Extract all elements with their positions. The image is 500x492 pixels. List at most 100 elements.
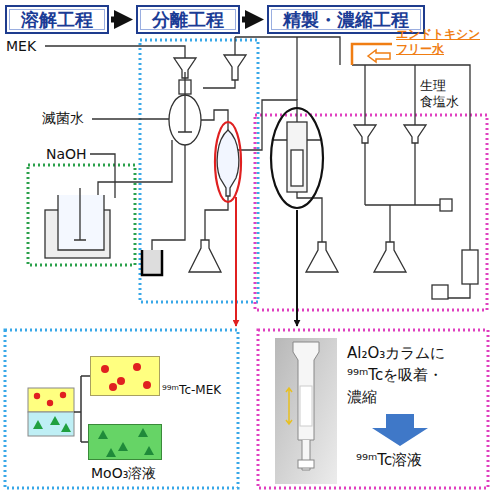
input-label: 生理 食塩水 xyxy=(420,78,459,110)
label-holder: エンドトキシン フリー水 xyxy=(396,27,480,57)
separatory-funnel xyxy=(217,130,239,196)
solution-pipe xyxy=(98,140,172,205)
alumina-bed xyxy=(300,386,312,426)
label-holder: 生理 食塩水 xyxy=(420,78,459,110)
aqueous-phase-box: MoO₃溶液 xyxy=(88,424,162,460)
label-holder: ⁹⁹ᵐTc溶液 xyxy=(356,451,422,469)
funnel xyxy=(224,55,246,80)
saline-pipe xyxy=(352,65,470,250)
column-feed-pipe xyxy=(296,37,297,100)
stirrer xyxy=(74,188,86,240)
flask xyxy=(306,242,338,272)
funnel xyxy=(404,125,426,143)
aqueous-pipe xyxy=(205,196,228,240)
input-label: 滅菌水 xyxy=(42,110,84,127)
note-text: Al₂O₃カラムに ⁹⁹ᵐTcを吸着・ 濃縮 xyxy=(347,342,445,408)
valve-box xyxy=(440,199,452,211)
dissolution-region xyxy=(28,165,135,265)
tc-dot xyxy=(101,365,109,373)
branch-pipe xyxy=(364,65,365,125)
label-holder: MEK xyxy=(6,38,36,55)
mo-triangles xyxy=(33,416,71,432)
tc-dots xyxy=(34,392,66,406)
tc-dots xyxy=(91,357,159,395)
pipework xyxy=(45,37,470,298)
column-arm xyxy=(272,139,322,140)
step-name: 分離工程 xyxy=(152,9,224,31)
flow-arrow xyxy=(368,50,390,62)
flask xyxy=(374,242,406,272)
flow-arrow xyxy=(372,414,428,446)
process-step-box: 溶解工程 xyxy=(5,5,109,34)
tc-dot xyxy=(109,383,117,391)
feed-pipe xyxy=(203,80,235,88)
apparatus xyxy=(45,55,478,299)
mo-triangle xyxy=(118,442,128,451)
stopcock xyxy=(298,460,314,468)
tc-dot xyxy=(143,381,151,389)
bed-height-mark xyxy=(286,388,292,424)
top-pipe xyxy=(235,37,340,65)
leader-arrow xyxy=(235,197,237,326)
phase-label: MoO₃溶液 xyxy=(91,465,156,482)
flow-arrow xyxy=(242,17,251,23)
final-vessel xyxy=(462,250,478,284)
leader-arrow xyxy=(296,210,298,326)
step-name: 精製・濃縮工程 xyxy=(283,9,409,31)
purification-region xyxy=(255,115,487,310)
collect-pipe xyxy=(389,205,390,242)
waste-pipe xyxy=(152,144,185,250)
beaker xyxy=(58,195,104,250)
funnel xyxy=(354,125,376,143)
separation-inset xyxy=(5,330,238,488)
flask xyxy=(189,240,221,272)
stirrer xyxy=(178,72,192,132)
organic-layer xyxy=(28,388,74,412)
mo-triangle xyxy=(138,428,148,437)
feed-pipe xyxy=(234,37,235,55)
input-label: エンドトキシン フリー水 xyxy=(396,27,480,57)
mo-triangle xyxy=(106,448,116,457)
flow-arrow xyxy=(111,17,120,23)
label-holder: Al₂O₃カラムに ⁹⁹ᵐTcを吸着・ 濃縮 xyxy=(347,342,445,408)
label-holder: ⁹⁹ᵐTc-MEK xyxy=(162,383,221,398)
aqueous-layer xyxy=(28,412,74,436)
highlight-ellipse xyxy=(215,122,241,202)
water-feed-line xyxy=(352,44,392,65)
label-holder: MoO₃溶液 xyxy=(91,465,156,482)
phase-label: ⁹⁹ᵐTc-MEK xyxy=(162,383,221,398)
mek-pipe xyxy=(45,46,185,58)
organic-phase-box: ⁹⁹ᵐTc-MEK xyxy=(90,356,160,396)
highlight-ellipse xyxy=(271,108,323,208)
column xyxy=(287,122,307,192)
column-packing xyxy=(291,150,303,186)
branch-pipe xyxy=(414,65,415,125)
step-name: 溶解工程 xyxy=(21,9,93,31)
transfer-pipe xyxy=(200,110,228,130)
product-label: ⁹⁹ᵐTc溶液 xyxy=(356,451,422,469)
collect-pipe xyxy=(365,143,440,205)
naoh-pipe xyxy=(90,154,115,198)
waste-beaker xyxy=(142,250,162,275)
glass-column xyxy=(293,342,319,440)
mo-triangle xyxy=(144,446,154,455)
input-label: MEK xyxy=(6,38,36,55)
tc-dot xyxy=(117,377,125,385)
label-holder: 滅菌水 xyxy=(42,110,84,127)
separation-region xyxy=(140,40,258,302)
mo-triangles xyxy=(89,425,161,459)
column-outlet-pipe xyxy=(297,192,322,242)
tc-dot xyxy=(133,363,141,371)
water-pipe xyxy=(92,118,169,119)
label-holder: NaOH xyxy=(46,146,87,163)
vial xyxy=(432,285,448,299)
input-label: NaOH xyxy=(46,146,87,163)
column-photo xyxy=(275,338,337,484)
purification-inset xyxy=(258,330,488,488)
process-step-box: 分離工程 xyxy=(136,5,240,34)
mo-triangle xyxy=(98,430,108,439)
